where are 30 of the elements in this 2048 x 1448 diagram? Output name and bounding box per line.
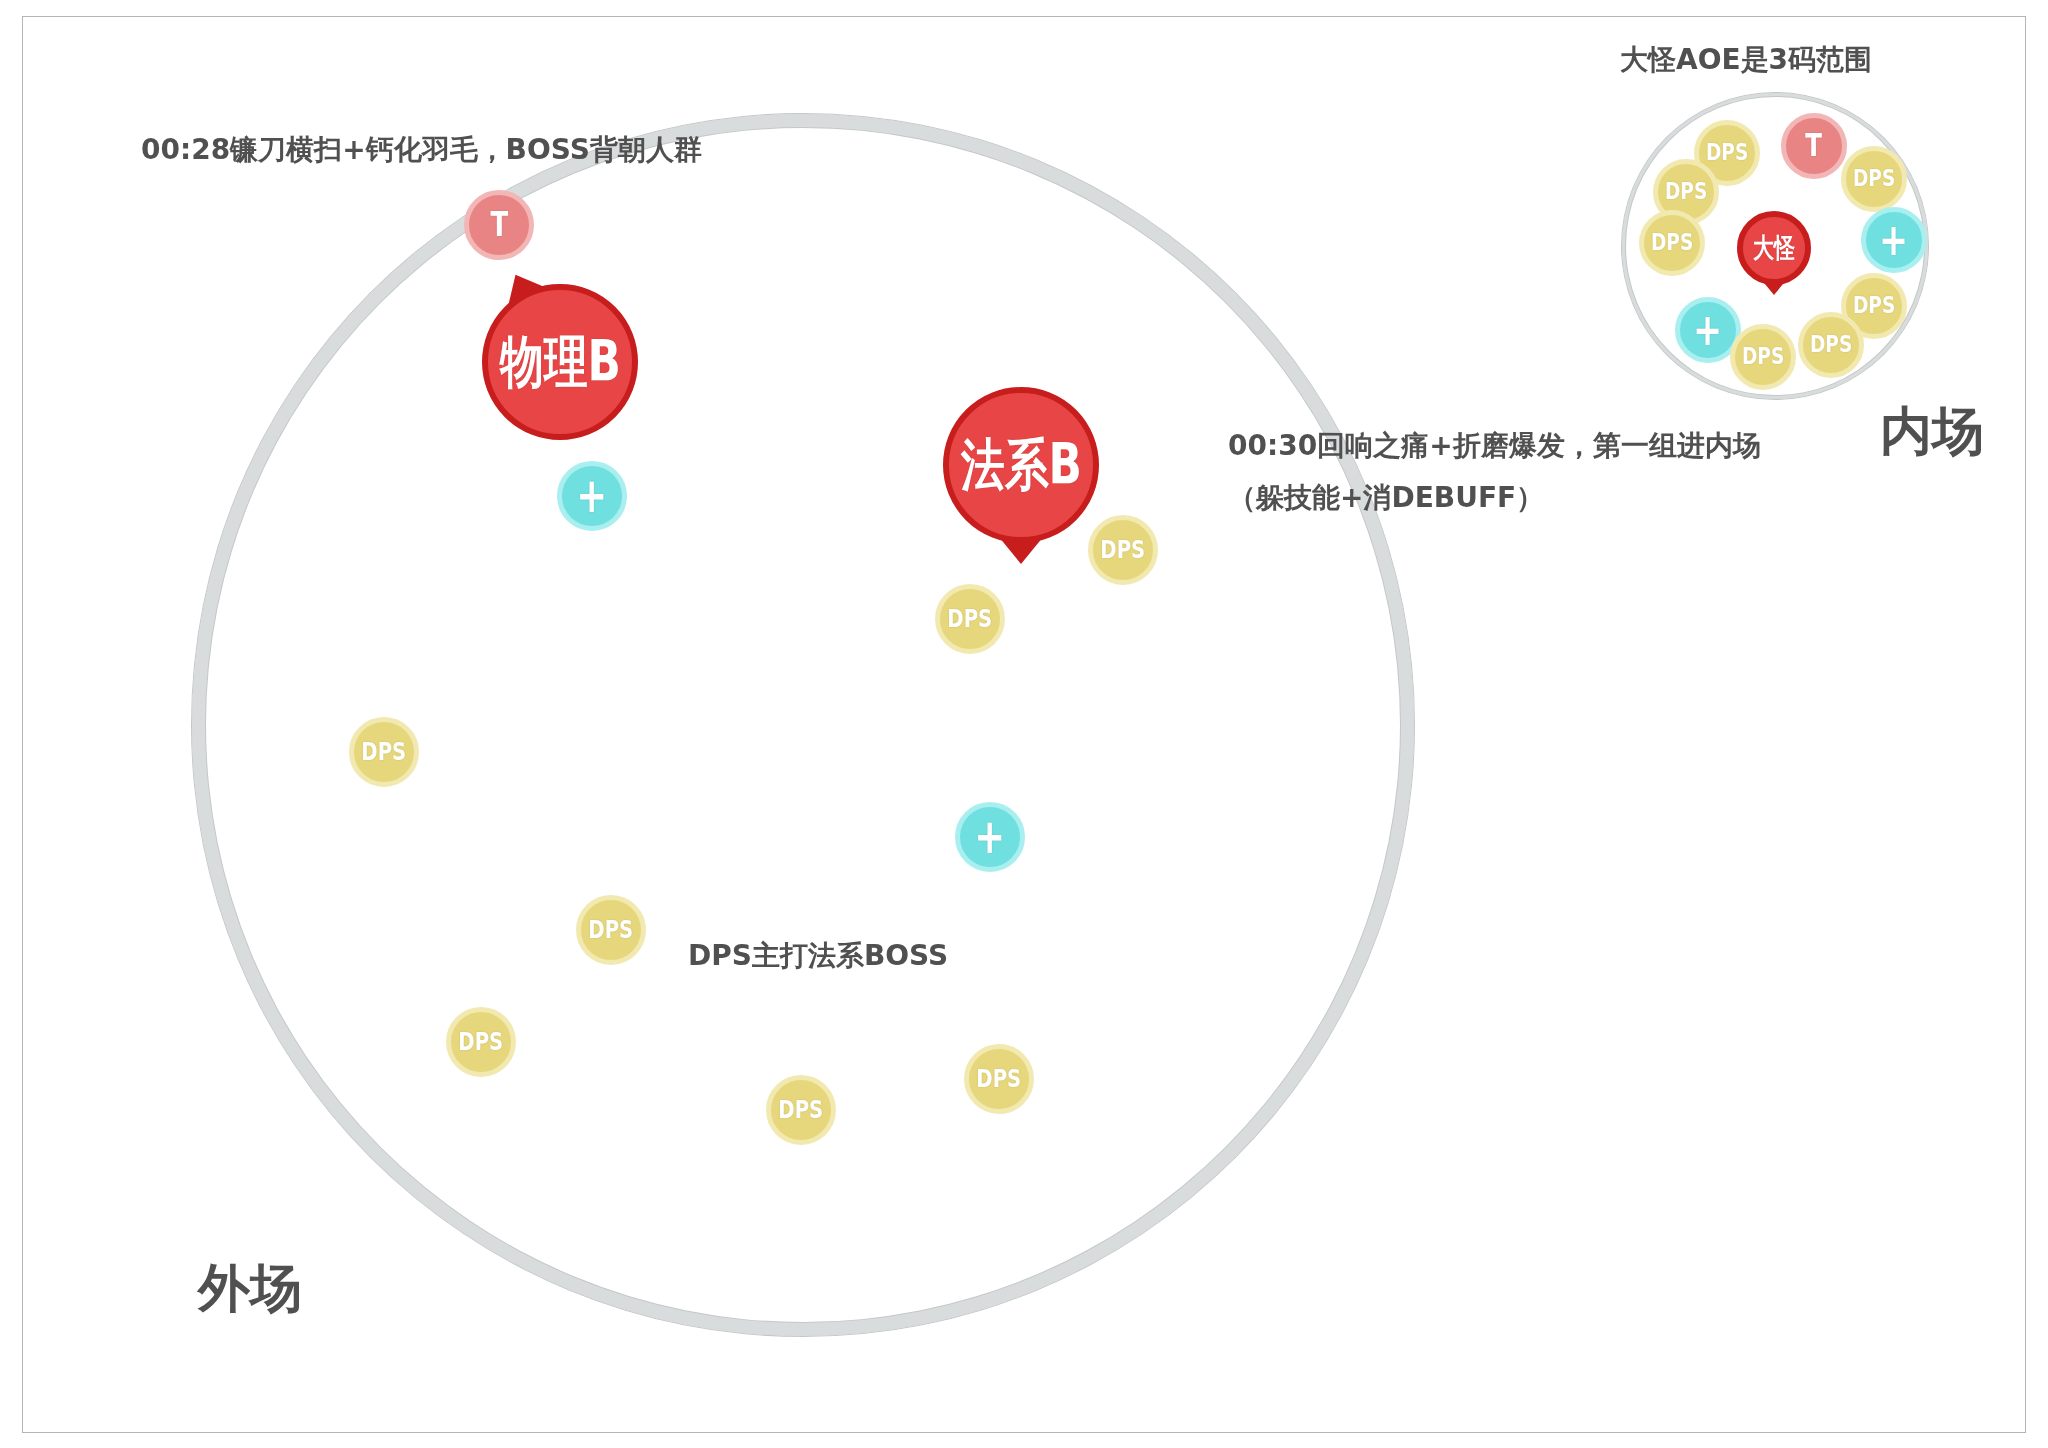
area-label: 内场 xyxy=(1880,400,1984,463)
marker-label: + xyxy=(1693,307,1723,353)
marker-label: DPS xyxy=(976,1066,1022,1092)
note-text: DPS主打法系BOSS xyxy=(688,938,950,974)
marker-label: DPS xyxy=(588,917,634,943)
marker-label: DPS xyxy=(947,606,993,632)
marker-label: DPS xyxy=(1852,294,1896,318)
marker-label: DPS xyxy=(361,739,407,765)
marker-label: T xyxy=(490,208,508,242)
marker-label: DPS xyxy=(1809,333,1853,357)
marker-label: + xyxy=(1879,217,1909,263)
marker-label: DPS xyxy=(1852,167,1896,191)
marker-label: DPS xyxy=(458,1029,504,1055)
note-text: 大怪AOE是3码范围 xyxy=(1620,42,1874,78)
marker-label: DPS xyxy=(1741,345,1785,369)
marker-label: 大怪 xyxy=(1752,234,1796,262)
marker-label: 物理B xyxy=(499,333,621,391)
marker-label: + xyxy=(576,472,608,520)
arena-ring xyxy=(1622,93,1928,399)
area-label: 外场 xyxy=(198,1257,302,1320)
marker-label: DPS xyxy=(1705,141,1749,165)
marker-label: DPS xyxy=(1664,180,1708,204)
marker-label: + xyxy=(974,813,1006,861)
note-text: 00:30回响之痛+折磨爆发，第一组进内场（躲技能+消DEBUFF） xyxy=(1228,428,1762,516)
marker-label: 法系B xyxy=(960,436,1082,494)
marker-label: T xyxy=(1805,130,1823,162)
note-text: 00:28镰刀横扫+钙化羽毛，BOSS背朝人群 xyxy=(141,132,703,168)
marker-label: DPS xyxy=(778,1097,824,1123)
marker-label: DPS xyxy=(1100,537,1146,563)
marker-label: DPS xyxy=(1650,231,1694,255)
